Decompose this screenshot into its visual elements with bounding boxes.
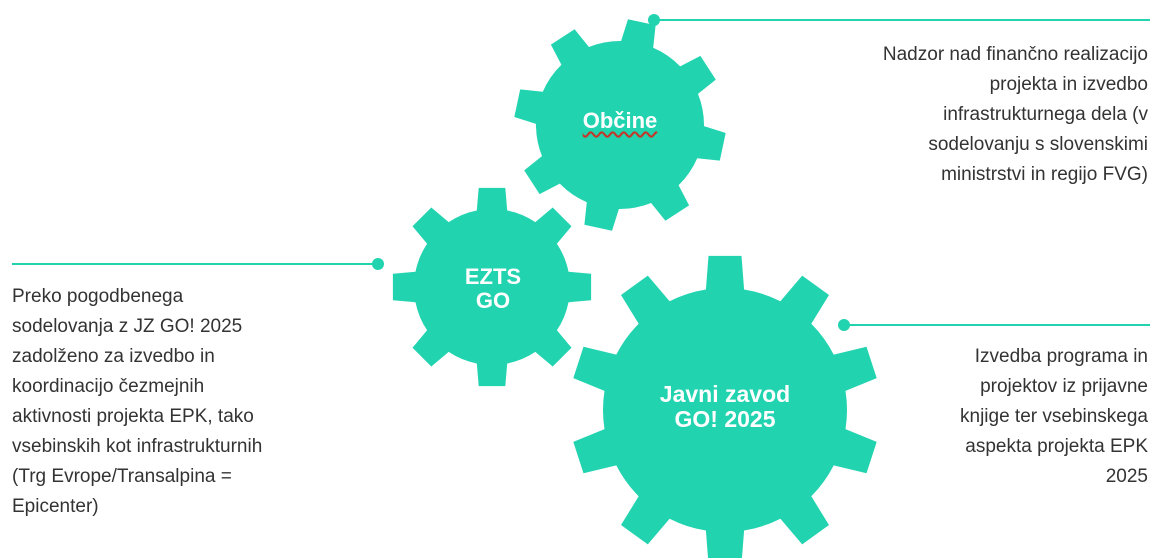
description-ezts: Preko pogodbenega sodelovanja z JZ GO! 2…	[12, 282, 372, 522]
description-ezts-line: koordinacijo čezmejnih	[12, 376, 205, 397]
description-javni-line: knjige ter vsebinskega	[960, 406, 1148, 427]
gear-label-javni-line-1: Javni zavod	[659, 381, 791, 407]
description-ezts-line: sodelovanja z JZ GO! 2025	[12, 316, 243, 337]
gear-label-ezts: EZTS GO	[413, 264, 573, 314]
description-ezts-line: (Trg Evrope/Transalpina =	[12, 466, 232, 487]
connector-dot-obcine	[648, 14, 660, 26]
gear-label-javni: Javni zavod GO! 2025	[620, 381, 830, 433]
gear-ezts	[392, 187, 592, 387]
connector-lines	[12, 14, 1150, 331]
description-obcine-line: ministrstvi in regijo FVG)	[941, 164, 1148, 185]
description-javni-line: Izvedba programa in	[974, 346, 1148, 367]
description-obcine-line: projekta in izvedbo	[989, 74, 1148, 95]
description-javni-line: projektov iz prijavne	[980, 376, 1148, 397]
gear-label-javni-line-2: GO! 2025	[674, 406, 776, 433]
description-obcine: Nadzor nad finančno realizacijo projekta…	[760, 40, 1148, 190]
gear-javni	[573, 255, 877, 558]
connector-dot-javni	[838, 319, 850, 331]
gear-label-ezts-line-1: EZTS	[464, 264, 522, 289]
description-javni: Izvedba programa in projektov iz prijavn…	[860, 342, 1148, 492]
description-ezts-line: Epicenter)	[12, 496, 99, 517]
description-ezts-line: zadolženo za izvedbo in	[12, 346, 215, 367]
description-javni-line: 2025	[1105, 466, 1148, 487]
gear-obcine	[514, 19, 726, 231]
description-ezts-line: Preko pogodbenega	[12, 286, 184, 307]
description-obcine-line: infrastrukturnega dela (v	[943, 104, 1148, 125]
description-ezts-line: vsebinskih kot infrastrukturnih	[12, 436, 263, 457]
gear-label-obcine-line: Občine	[582, 108, 658, 133]
description-javni-line: aspekta projekta EPK	[965, 436, 1148, 457]
gear-label-obcine: Občine	[530, 108, 710, 133]
description-ezts-line: aktivnosti projekta EPK, tako	[12, 406, 254, 427]
description-obcine-line: sodelovanju s slovenskimi	[928, 134, 1148, 155]
connector-dot-ezts	[372, 258, 384, 270]
gear-label-ezts-line-2: GO	[475, 288, 511, 314]
description-obcine-line: Nadzor nad finančno realizacijo	[882, 44, 1148, 65]
